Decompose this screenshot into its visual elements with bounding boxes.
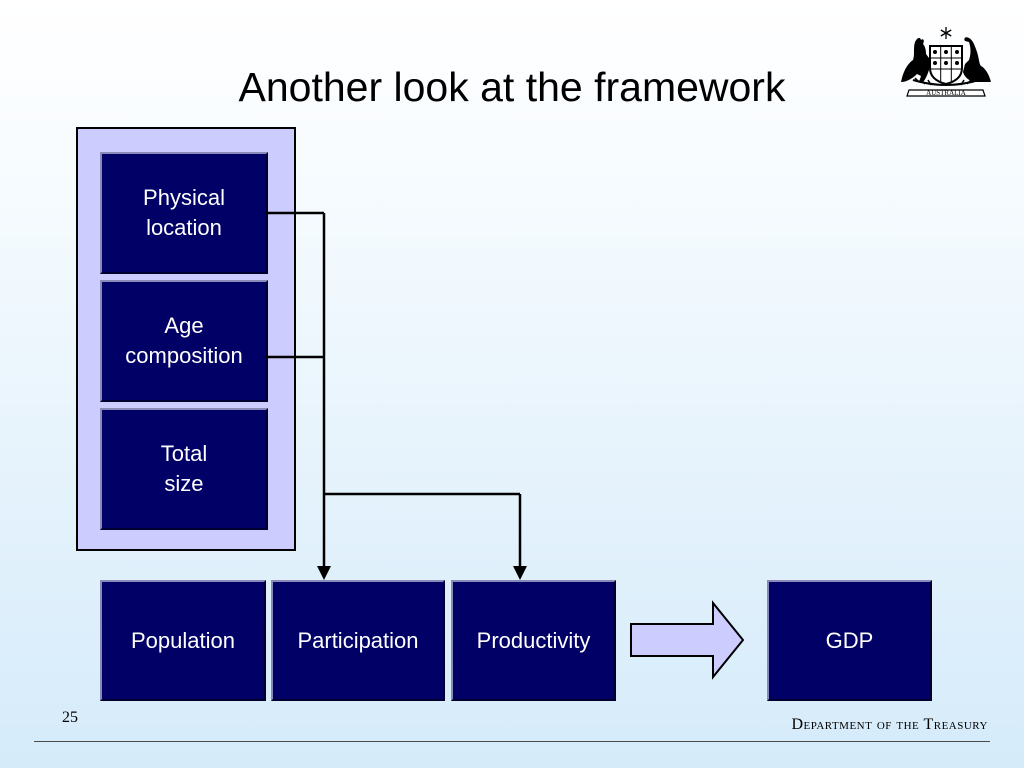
crest-label: AUSTRALIA	[926, 89, 966, 97]
productivity-box: Productivity	[451, 580, 616, 701]
gdp-box: GDP	[767, 580, 932, 701]
arrowhead-participation-icon	[317, 566, 331, 580]
arrowhead-productivity-icon	[513, 566, 527, 580]
slide-title: Another look at the framework	[238, 64, 786, 110]
participation-box: Participation	[271, 580, 445, 701]
population-box: Population	[100, 580, 266, 701]
australia-crest-icon: AUSTRALIA	[901, 27, 991, 97]
block-arrow-to-gdp-icon	[630, 600, 745, 680]
page-number: 25	[62, 709, 78, 726]
footer-divider	[34, 741, 990, 742]
footer-department: Department of the Treasury	[791, 716, 988, 733]
